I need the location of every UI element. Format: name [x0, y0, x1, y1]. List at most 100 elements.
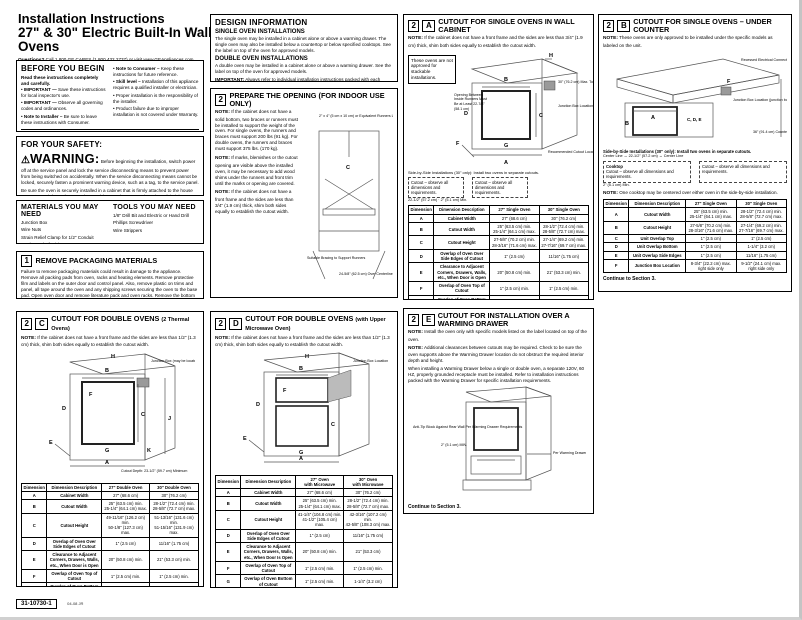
svg-text:Recommended Cutout Location: Recommended Cutout Location: [548, 150, 594, 154]
list-item: 1/8" Drill Bit and Electric or Hand Dril…: [113, 213, 189, 218]
table-header: 27" Double Oven: [101, 482, 150, 492]
svg-text:K: K: [147, 448, 151, 454]
svg-text:A: A: [504, 160, 508, 166]
table-cell: B: [407, 221, 435, 237]
table-header: 30" Single Oven: [735, 198, 788, 209]
list-item: Phillips Screwdriver: [113, 220, 154, 226]
table-cell: 1" (2.5 cm) min.: [148, 569, 200, 584]
table-cell: 27" (68.6 cm): [489, 213, 540, 223]
table-cell: E: [20, 550, 48, 570]
table-header: 30" Double Oven: [148, 482, 200, 492]
table-cell: Junction Box Location: [628, 258, 687, 274]
section2e-number: 2: [408, 313, 420, 326]
section2b-continue: Continue to Section 3.: [603, 276, 656, 283]
table-cell: A: [20, 490, 48, 501]
byb-left-list: IMPORTANT — Save these instructions for …: [21, 87, 107, 126]
svg-text:B: B: [504, 77, 508, 83]
section2-box: 2 PREPARE THE OPENING (FOR INDOOR USE ON…: [210, 88, 398, 298]
section2d-title: CUTOUT FOR DOUBLE OVENS (with Upper Micr…: [245, 314, 386, 332]
svg-text:A: A: [651, 115, 655, 121]
section2d-note: NOTE: If the cabinet does not have a fro…: [215, 334, 390, 347]
table-cell: Clearance to Adjacent Corners, Drawers, …: [433, 262, 491, 283]
svg-text:G: G: [299, 450, 303, 456]
table-cell: Cutout Width: [628, 207, 687, 222]
sbs-min-gap-2b: 2" (5.1 cm) Min.: [603, 182, 630, 187]
table-cell: 11/16" (1.75 cm): [343, 528, 393, 544]
doc-number: 31-10730-1: [16, 599, 57, 609]
table-cell: 27" (68.6 cm): [101, 490, 150, 501]
svg-text:G: G: [504, 143, 508, 149]
table-cell: Overlap of Oven Over Side Edges of Cutou…: [433, 248, 491, 264]
section2-note1: NOTE: If the cabinet does not have a sol…: [215, 109, 298, 152]
table-cell: Overlap of Oven Bottom of Cutout: [46, 582, 103, 586]
safety-title: FOR YOUR SAFETY:: [21, 140, 103, 149]
section2-title: PREPARE THE OPENING (FOR INDOOR USE ONLY…: [229, 91, 385, 108]
table-header: 30" Oven with Microwave: [343, 474, 393, 490]
safety-box: FOR YOUR SAFETY: ⚠WARNING: Before beginn…: [16, 136, 204, 196]
double-oven-diagram: B D F C J A G K E Junction Box (may be l…: [49, 353, 203, 473]
table-cell: Overlap of Oven Bottom of Cutout: [433, 294, 491, 299]
section2-note3: NOTE: If the cabinet does not have a fro…: [215, 189, 294, 214]
table-cell: 1" (2.5 cm): [101, 536, 150, 552]
svg-text:2" x 4" (5 cm x 10 cm) or Equi: 2" x 4" (5 cm x 10 cm) or Equivalent Run…: [319, 114, 393, 118]
table-cell: 49-11/16" (126.2 cm) min. 50-1/8" (127.3…: [101, 512, 150, 538]
opening-note: Opening Between Inside Runners Must Be a…: [454, 92, 487, 111]
table-cell: B: [602, 220, 630, 236]
svg-text:2" (5.1 cm) MIN.: 2" (5.1 cm) MIN.: [441, 443, 467, 447]
table-cell: Overlap of Oven Over Side Edges of Cutou…: [46, 536, 103, 552]
svg-text:D: D: [62, 406, 66, 412]
svg-text:C: C: [346, 165, 350, 171]
table-cell: 11/16" (1.75 cm): [148, 536, 200, 552]
sbs-dims: 22-1/2" (57.2 cm) · 2" (5.1 cm) Min.: [408, 198, 468, 203]
table-cell: 8-3/4" (22.2 cm) max. right side only: [685, 258, 737, 274]
section2e-note2: NOTE: Additional clearances between cuto…: [408, 344, 584, 363]
section2e-p3: When installing a Warming Drawer below a…: [408, 365, 585, 383]
table-cell: 25" (63.5 cm) min. 25-1/4" (64.1 cm) max…: [101, 499, 150, 514]
table-cell: G: [407, 294, 435, 299]
section2c-title: CUTOUT FOR DOUBLE OVENS (2 Thermal Ovens…: [51, 314, 190, 332]
table-cell: 30" (76.2 cm): [343, 488, 393, 498]
table-cell: 11/16" (1.75 cm): [735, 250, 788, 260]
table-cell: 1" (2.5 cm) min.: [489, 294, 540, 299]
section2b-note: NOTE: These ovens are only approved to b…: [603, 35, 773, 48]
section1-title: REMOVE PACKAGING MATERIALS: [35, 256, 158, 266]
safety-p1: Before beginning the installation, switc…: [21, 159, 199, 185]
table-cell: Unit Overlap Bottom: [628, 242, 687, 252]
safety-warning: ⚠WARNING: Before beginning the installat…: [21, 151, 199, 186]
warning-icon: ⚠: [21, 155, 30, 166]
table-cell: 9-1/2" (24.1 cm) max. right side only: [735, 258, 788, 274]
svg-text:30" (76.2 cm) Max. To Bottom o: 30" (76.2 cm) Max. To Bottom of Junction…: [558, 80, 594, 84]
section2c-note: NOTE: If the cabinet does not have a fro…: [21, 334, 196, 347]
table-cell: 30" (76.2 cm): [148, 490, 200, 501]
byb-intro: Read these instructions completely and c…: [21, 75, 99, 86]
svg-text:C: C: [141, 412, 145, 418]
table-cell: 20" (50.8 cm) min.: [295, 542, 345, 562]
table-header: Dimension Description: [46, 482, 103, 492]
table-cell: 20" (50.8 cm) min.: [101, 550, 150, 570]
table-cell: 1" (2.5 cm) min.: [489, 281, 540, 296]
warming-drawer-diagram: Anti-Tip Block Against Rear Wall Per War…: [413, 386, 593, 490]
table-cell: E: [214, 542, 242, 562]
table-cell: Cutout Height: [240, 509, 297, 530]
table-cell: D: [602, 242, 630, 252]
section1-number: 1: [21, 255, 33, 267]
svg-text:C: C: [539, 113, 543, 119]
list-item: Proper installation is the responsibilit…: [113, 93, 199, 105]
table-cell: Cutout Height: [433, 235, 491, 250]
table-cell: D: [407, 248, 435, 264]
title-line1: Installation Instructions: [18, 11, 165, 26]
table-cell: 1-1/4" (3.2 cm): [148, 582, 200, 586]
table-cell: D: [214, 528, 242, 544]
section2e-box: 2 E CUTOUT FOR INSTALLATION OVER A WARMI…: [403, 308, 594, 514]
table-cell: 21" (53.3 cm) min.: [148, 550, 200, 570]
svg-text:Cutout Depth: 23-1/2" (59.7 cm: Cutout Depth: 23-1/2" (59.7 cm) Minimum: [121, 469, 187, 473]
table-header: 27" Single Oven: [685, 198, 737, 209]
table-cell: 28-1/2" (72.4 cm) min. 28-5/8" (72.7 cm)…: [343, 496, 393, 511]
table-cell: E: [407, 262, 435, 283]
cutout-callout-right-2b: Cutout – observe all dimensions and requ…: [699, 160, 787, 183]
